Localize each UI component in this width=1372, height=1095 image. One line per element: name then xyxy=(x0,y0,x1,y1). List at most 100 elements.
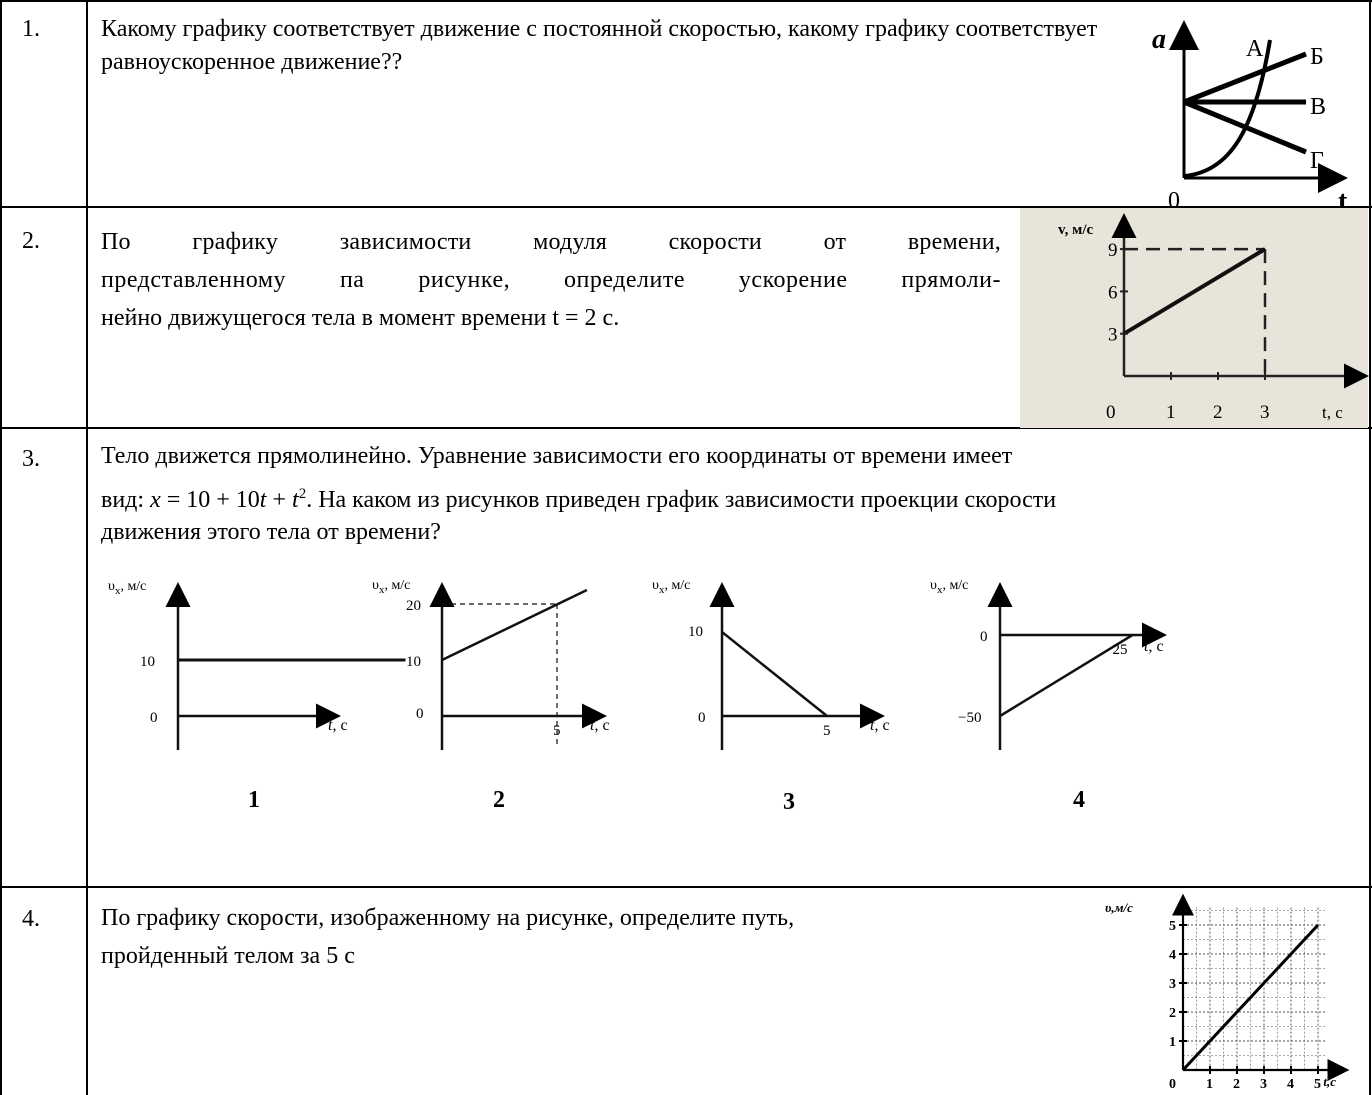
line-g xyxy=(1183,99,1307,155)
x-tick-label: 2 xyxy=(1233,1077,1240,1092)
acceleration-time-figure: a t 0 А Б В Г xyxy=(1152,20,1348,217)
y-tick-label: 9 xyxy=(1108,240,1118,261)
x-tick-label: 5 xyxy=(1314,1077,1321,1092)
y-tick-label: 3 xyxy=(1169,977,1176,992)
x-tick-label: 1 xyxy=(1206,1077,1213,1092)
table-border-left xyxy=(0,0,2,1095)
y-axis-label: υx, м/с xyxy=(930,578,968,596)
tick-label: 20 xyxy=(406,598,421,614)
formula-var: x xyxy=(150,487,161,513)
x-tick-label: 0 xyxy=(1169,1077,1176,1092)
data-line xyxy=(721,631,828,717)
y-tick-label: 1 xyxy=(1169,1035,1176,1050)
curve-label: В xyxy=(1310,94,1326,120)
tick-label: 10 xyxy=(406,654,421,670)
task-text-line: По графику зависимости модуля скорости о… xyxy=(101,229,1001,255)
tick-label: −50 xyxy=(958,710,981,726)
y-axis-symbol: υ xyxy=(652,578,659,593)
y-axis-unit: , м/с xyxy=(384,578,410,593)
y-axis-symbol: υ xyxy=(108,579,115,594)
formula-part: = 10 + 10 xyxy=(160,487,260,513)
data-line xyxy=(999,633,1134,718)
axis-label-t: t xyxy=(1338,186,1348,217)
x-axis-unit: , с xyxy=(1148,638,1163,655)
task-number: 2. xyxy=(22,228,40,254)
graph-number: 3 xyxy=(783,789,795,815)
task-text-line: движения этого тела от времени? xyxy=(101,519,441,545)
x-tick-label: 1 xyxy=(1166,402,1176,423)
row-divider xyxy=(0,886,1372,888)
table-border-right xyxy=(1369,0,1371,1095)
formula-part: + xyxy=(266,487,293,513)
y-axis-unit: , м/с xyxy=(664,578,690,593)
tick-label: 0 xyxy=(150,710,158,726)
tick-label: 0 xyxy=(416,706,424,722)
y-axis-label: v, м/с xyxy=(1058,222,1094,238)
x-axis-label: t, с xyxy=(328,717,348,734)
x-axis-label: t, с xyxy=(590,717,610,734)
row-divider xyxy=(0,0,1372,2)
task-text-line: представленному па рисунке, определите у… xyxy=(101,267,1001,293)
y-axis-label: υx, м/с xyxy=(372,578,410,596)
tick-label: 10 xyxy=(140,654,155,670)
task-text-line: нейно движущегося тела в момент времени … xyxy=(101,305,620,331)
y-tick-label: 4 xyxy=(1169,948,1176,963)
x-axis-symbol: t xyxy=(328,717,333,734)
x-tick-label: 2 xyxy=(1213,402,1223,423)
row-divider xyxy=(0,206,1372,208)
x-tick-label: 4 xyxy=(1287,1077,1294,1092)
row-divider xyxy=(0,427,1372,429)
tick-label: 25 xyxy=(1113,642,1128,658)
line-b xyxy=(1183,51,1307,105)
tick-label: 5 xyxy=(823,723,831,739)
y-axis-label: υ,м/с xyxy=(1105,900,1133,915)
x-tick-label: 0 xyxy=(1106,402,1116,423)
data-line xyxy=(1181,923,1320,1072)
task-number: 3. xyxy=(22,446,40,472)
graph-number: 2 xyxy=(493,787,505,813)
tick-label: 10 xyxy=(688,624,703,640)
tick-label: 0 xyxy=(698,710,706,726)
y-tick-label: 2 xyxy=(1169,1006,1176,1021)
task-number: 1. xyxy=(22,16,40,42)
tick-label: 0 xyxy=(980,629,988,645)
x-axis-label: t, с xyxy=(1322,403,1343,422)
y-axis-label: υx, м/с xyxy=(108,579,146,597)
task-text-line: пройденный телом за 5 с xyxy=(101,943,355,969)
y-axis-subscript: x xyxy=(379,584,385,596)
task-text-line: Тело движется прямолинейно. Уравнение за… xyxy=(101,443,1013,469)
x-axis-label: t, с xyxy=(870,717,890,734)
x-axis-unit: , с xyxy=(594,717,609,734)
task-text: Какому графику соответствует движение с … xyxy=(101,16,1098,75)
x-axis-unit: , с xyxy=(874,717,889,734)
task-text-line: вид: x = 10 + 10t + t2. На каком из рису… xyxy=(101,478,1366,517)
curve-label: Г xyxy=(1310,148,1324,174)
tick-label: 5 xyxy=(553,723,561,739)
y-axis-subscript: x xyxy=(115,585,121,597)
y-axis-symbol: υ xyxy=(930,578,937,593)
curve-label: Б xyxy=(1310,44,1324,70)
y-tick-label: 5 xyxy=(1169,919,1176,934)
x-axis-label: t,с xyxy=(1323,1074,1336,1089)
x-axis-symbol: t xyxy=(1144,638,1149,655)
task-number: 4. xyxy=(22,906,40,932)
y-tick-label: 6 xyxy=(1108,282,1118,303)
data-line xyxy=(441,588,588,662)
task-text-line: По графику скорости, изображенному на ри… xyxy=(101,905,795,931)
graph-number: 1 xyxy=(248,787,260,813)
y-axis-subscript: x xyxy=(659,584,665,596)
data-line xyxy=(1122,247,1267,336)
y-axis-subscript: x xyxy=(937,584,943,596)
curve-label: А xyxy=(1246,36,1264,62)
number-column-divider xyxy=(86,0,88,1095)
x-axis-symbol: t xyxy=(590,717,595,734)
origin-label: 0 xyxy=(1168,188,1180,214)
formula-var: t xyxy=(259,487,267,513)
y-axis-unit: , м/с xyxy=(942,578,968,593)
y-axis-unit: , м/с xyxy=(120,579,146,594)
graph-number: 4 xyxy=(1073,787,1085,813)
